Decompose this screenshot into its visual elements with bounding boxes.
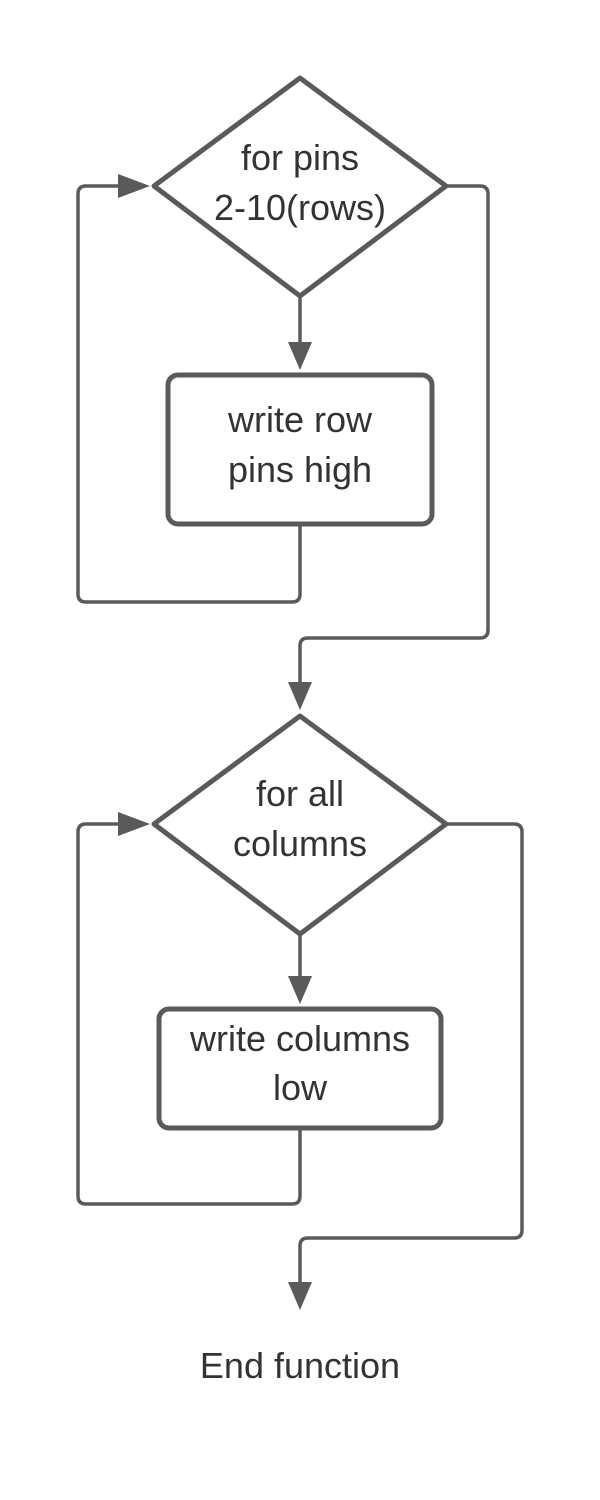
decision-for-all-columns [151,713,449,937]
decision-columns-line2: columns [233,823,367,864]
action-columns-line2: low [273,1067,328,1108]
decision-rows-line2: 2-10(rows) [214,187,386,228]
arrowhead-end [288,1282,312,1310]
columns-loop: for all columns write columns low [76,713,524,1310]
action-rows-line1: write row [227,399,373,440]
action-write-columns-low [156,1006,444,1131]
arrowhead-columns-action [288,976,312,1004]
arrowhead-rows-loop-back [118,174,150,198]
rows-loop: for pins 2-10(rows) write row pins high [76,75,490,710]
connector-columns-loop-back [76,822,302,1206]
connector-rows-exit [298,184,490,684]
decision-columns-line1: for all [256,773,344,814]
action-columns-line1: write columns [189,1018,410,1059]
end-function-label: End function [200,1345,400,1386]
arrowhead-rows-action [288,342,312,370]
connector-rows-loop-back [76,184,302,604]
arrowhead-columns-loop-back [118,812,150,836]
action-write-row-pins-high [165,372,435,527]
connector-columns-exit [298,822,524,1284]
arrowhead-columns-decision [288,682,312,710]
decision-rows-line1: for pins [241,137,359,178]
decision-for-pins-rows [151,75,449,299]
action-rows-line2: pins high [228,449,372,490]
